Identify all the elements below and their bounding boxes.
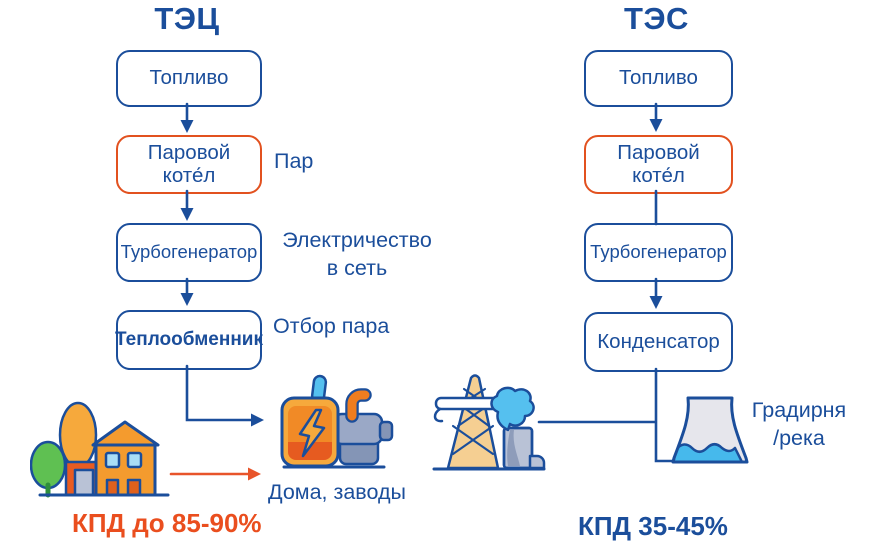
yellow-tree bbox=[58, 401, 98, 469]
label-cooling-tower-river: Градирня /река bbox=[740, 396, 858, 452]
right-arrowhead-turbo-to-condenser bbox=[649, 296, 663, 309]
left-box-steam-boiler-line1: Паровой bbox=[147, 140, 231, 164]
plant-building-foot bbox=[528, 454, 546, 470]
right-box-condenser: Конденсатор bbox=[584, 312, 733, 372]
left-column-title: ТЭЦ bbox=[154, 1, 220, 36]
power-plant-tower-icon bbox=[432, 374, 546, 471]
left-arrowhead-turbo-to-exchanger bbox=[180, 293, 194, 306]
orange-arrowhead-houses-to-generator bbox=[248, 467, 261, 481]
right-box-fuel: Топливо bbox=[584, 50, 733, 107]
back-building-door bbox=[73, 468, 95, 497]
right-box-condenser-label: Конденсатор bbox=[597, 329, 720, 353]
left-box-turbogenerator: Турбогенератор bbox=[116, 223, 262, 282]
lightning-bolt bbox=[298, 408, 326, 458]
left-box-fuel: Топливо bbox=[116, 50, 262, 107]
label-steam-extraction: Отбор пара bbox=[273, 314, 390, 338]
left-efficiency-caption: КПД до 85-90% bbox=[72, 508, 262, 538]
generator-bottom-strip bbox=[288, 442, 332, 460]
green-tree bbox=[30, 440, 67, 490]
generator-end-cap bbox=[378, 420, 394, 442]
label-homes-factories: Дома, заводы bbox=[268, 480, 406, 504]
house-lower-window-left bbox=[105, 478, 120, 497]
left-arrowhead-fuel-to-boiler bbox=[180, 120, 194, 133]
right-box-steam-boiler: Паровой коте́л bbox=[584, 135, 733, 194]
left-box-heat-exchanger: Теплообменник bbox=[115, 310, 263, 370]
plant-building-shade bbox=[507, 430, 520, 466]
house-window-right bbox=[126, 451, 143, 469]
left-box-turbogenerator-label: Турбогенератор bbox=[120, 241, 258, 263]
left-box-steam-boiler: Паровой коте́л bbox=[116, 135, 262, 194]
generator-pipe bbox=[347, 390, 370, 421]
right-box-steam-boiler-line1: Паровой bbox=[617, 140, 700, 164]
label-steam: Пар bbox=[274, 149, 314, 173]
right-efficiency-caption: КПД 35-45% bbox=[578, 511, 728, 541]
label-electricity-line2: в сеть bbox=[326, 256, 388, 280]
right-box-steam-boiler-line2: коте́л bbox=[632, 163, 685, 187]
cooling-tower-outline bbox=[671, 396, 749, 464]
house-lower-window-right bbox=[126, 478, 142, 497]
label-electricity-line1: Электричество bbox=[282, 228, 432, 252]
left-box-steam-boiler-line2: коте́л bbox=[162, 163, 216, 187]
left-box-fuel-label: Топливо bbox=[149, 66, 229, 90]
right-column-title: ТЭС bbox=[624, 1, 689, 36]
right-box-turbogenerator: Турбогенератор bbox=[584, 223, 733, 282]
left-arrowhead-boiler-to-turbo bbox=[180, 208, 194, 221]
label-cooling-line2: /река bbox=[773, 426, 825, 450]
cooling-tower-icon bbox=[671, 396, 749, 464]
house-window-left bbox=[104, 451, 121, 469]
transmission-tower bbox=[446, 374, 500, 470]
houses-and-trees-icon bbox=[30, 401, 170, 498]
right-arrowhead-fuel-to-boiler bbox=[649, 119, 663, 132]
left-elbow-exchanger-to-generator bbox=[185, 364, 254, 422]
left-box-heat-exchanger-label: Теплообменник bbox=[115, 329, 263, 351]
house-body bbox=[94, 443, 157, 497]
tower-lattice bbox=[451, 387, 495, 456]
label-cooling-line1: Градирня bbox=[751, 398, 847, 422]
left-arrowhead-to-generator bbox=[251, 413, 264, 427]
right-box-fuel-label: Топливо bbox=[619, 66, 698, 90]
tower-wire bbox=[433, 407, 444, 423]
label-electricity-to-grid: Электричество в сеть bbox=[272, 226, 442, 282]
house-roof bbox=[91, 420, 160, 447]
plant-smoke bbox=[490, 386, 535, 432]
electric-generator-icon bbox=[280, 374, 394, 469]
cooling-tower-water bbox=[673, 443, 745, 462]
right-box-turbogenerator-label: Турбогенератор bbox=[590, 241, 727, 263]
